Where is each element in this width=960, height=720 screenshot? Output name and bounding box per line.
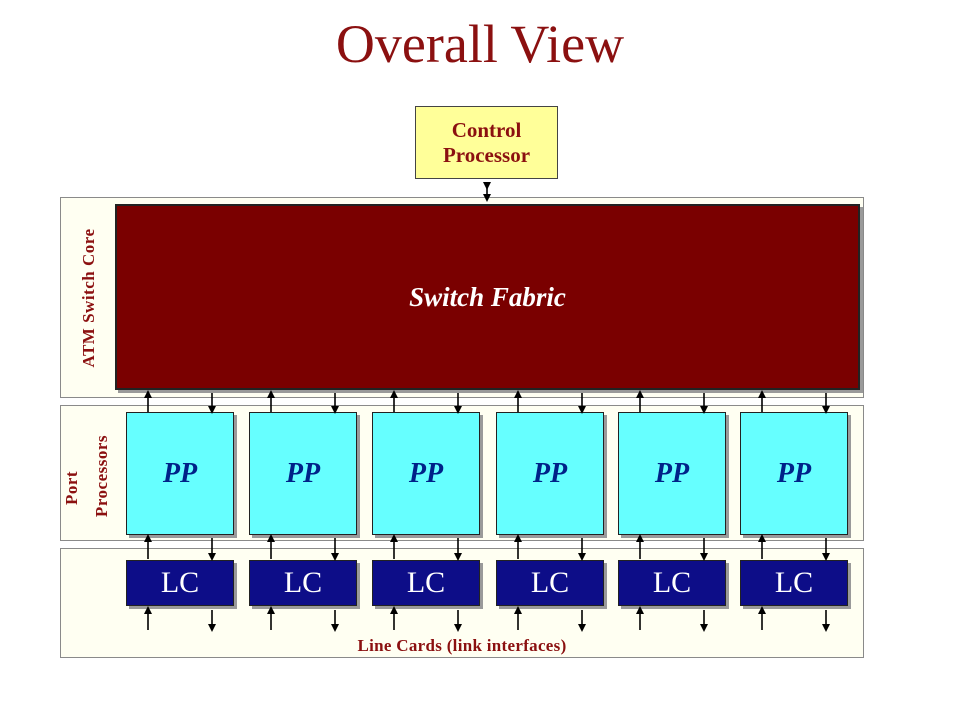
- port-processor-box: PP: [618, 412, 726, 535]
- line-card-box: LC: [740, 560, 848, 606]
- line-card-label: LC: [160, 566, 200, 599]
- port-processor-box: PP: [249, 412, 357, 535]
- line-card-label: LC: [283, 566, 323, 599]
- control-processor-label-line2: Processor: [442, 142, 531, 167]
- port-processor-label: PP: [532, 457, 568, 489]
- switch-fabric-box: Switch Fabric: [115, 204, 860, 390]
- line-card-box: LC: [249, 560, 357, 606]
- line-card-label: LC: [406, 566, 446, 599]
- line-cards-label: Line Cards (link interfaces): [357, 636, 567, 655]
- port-processor-label: PP: [162, 457, 198, 489]
- port-processor-label: PP: [285, 457, 321, 489]
- port-processor-box: PP: [496, 412, 604, 535]
- port-processor-label: PP: [654, 457, 690, 489]
- line-card-label: LC: [774, 566, 814, 599]
- line-card-label: LC: [652, 566, 692, 599]
- port-processor-box: PP: [126, 412, 234, 535]
- line-card-box: LC: [126, 560, 234, 606]
- line-card-box: LC: [372, 560, 480, 606]
- control-processor-box: Control Processor: [415, 106, 558, 179]
- page-title: Overall View: [335, 14, 625, 74]
- switch-fabric-label: Switch Fabric: [409, 281, 566, 312]
- port-processor-box: PP: [740, 412, 848, 535]
- line-card-label: LC: [530, 566, 570, 599]
- line-card-box: LC: [496, 560, 604, 606]
- port-processor-label: PP: [776, 457, 812, 489]
- line-card-box: LC: [618, 560, 726, 606]
- control-processor-label-line1: Control: [451, 117, 522, 142]
- port-processor-box: PP: [372, 412, 480, 535]
- port-processor-label: PP: [408, 457, 444, 489]
